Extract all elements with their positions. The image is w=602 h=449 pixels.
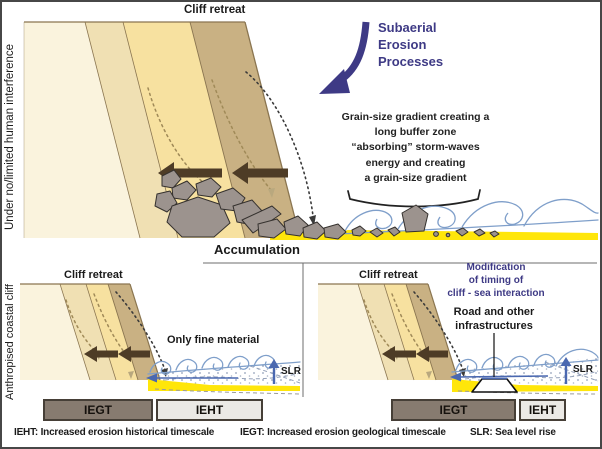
bl-ieht-box: IEHT <box>156 399 263 421</box>
subaerial-arrow-icon <box>319 21 370 94</box>
subaerial-erosion-label: Subaerial Erosion Processes <box>378 20 444 69</box>
talus-rocks <box>154 169 500 240</box>
bl-beach-sand <box>148 379 301 395</box>
br-ieht-box: IEHT <box>519 399 566 421</box>
bl-cliff-retreat-label: Cliff retreat <box>64 269 123 281</box>
top-cliff-retreat-label: Cliff retreat <box>184 4 246 16</box>
modification-timing-label: Modification of timing of cliff - sea in… <box>447 262 545 299</box>
bl-slr-label: SLR <box>281 366 301 377</box>
bl-iegt-box: IEGT <box>43 399 153 421</box>
bl-iegt-label: IEGT <box>83 403 112 417</box>
grain-size-gradient-label: Grain-size gradient creating a long buff… <box>341 111 490 184</box>
bl-ieht-label: IEHT <box>195 403 224 417</box>
accumulation-label: Accumulation <box>214 242 300 257</box>
br-waves <box>451 348 599 373</box>
br-slr-arrow-icon <box>560 357 572 384</box>
retreat-arrow-icon <box>416 346 448 362</box>
legend-iegt: IEGT: Increased erosion geological times… <box>240 427 446 438</box>
bl-sea-level-arrow-icon <box>146 373 238 383</box>
br-cliff-retreat-label: Cliff retreat <box>359 269 418 281</box>
retreat-arrow-icon <box>232 162 288 184</box>
retreat-arrow-icon <box>118 346 150 362</box>
road-infrastructures-label: Road and other infrastructures <box>453 306 535 332</box>
top-panel-side-label: Under no/limited human interference <box>4 43 16 231</box>
bl-retreat-arrows <box>84 346 150 362</box>
buffer-zone-bracket <box>347 189 481 208</box>
panel-dividers <box>203 262 597 397</box>
bl-waves <box>147 354 301 375</box>
legend-slr: SLR: Sea level rise <box>470 427 556 438</box>
legend-ieht: IEHT: Increased erosion historical times… <box>14 427 215 438</box>
br-iegt-label: IEGT <box>439 403 468 417</box>
bl-slr-arrow-icon <box>268 359 280 384</box>
bl-cliff-strata <box>20 283 161 381</box>
bottom-panel-side-label: Anthropised coastal cliff <box>4 284 16 400</box>
br-retreat-arrows <box>382 346 448 362</box>
only-fine-material-label: Only fine material <box>167 334 260 346</box>
retreat-arrow-icon <box>84 346 118 362</box>
retreat-arrow-icon <box>382 346 416 362</box>
br-iegt-box: IEGT <box>391 399 516 421</box>
br-sea-level-arrow-icon <box>450 372 549 382</box>
road-structure <box>471 333 518 393</box>
br-slr-label: SLR <box>573 364 593 375</box>
br-ieht-label: IEHT <box>528 403 557 417</box>
